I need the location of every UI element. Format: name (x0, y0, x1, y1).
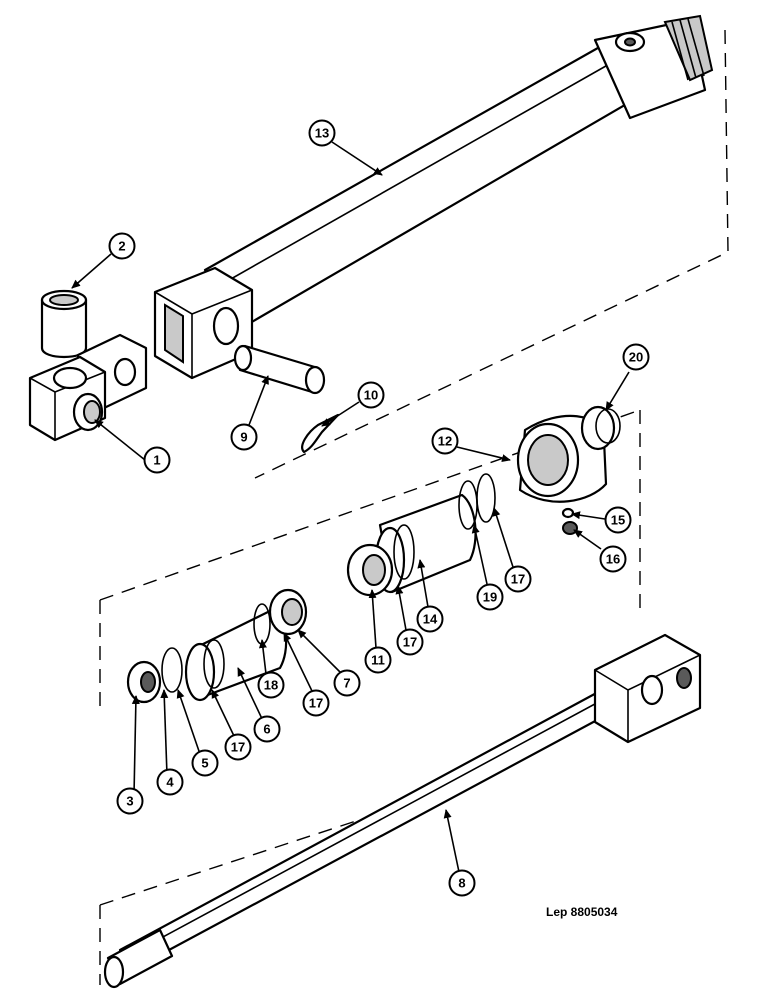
callout-4: 4 (156, 768, 184, 796)
callout-3-label: 3 (126, 794, 133, 809)
callout-9-label: 9 (240, 430, 247, 445)
callout-19: 19 (476, 583, 504, 611)
callout-9: 9 (230, 423, 258, 451)
callout-20: 20 (622, 343, 650, 371)
callout-7: 7 (333, 669, 361, 697)
callout-3: 3 (116, 787, 144, 815)
callout-17d: 17 (504, 565, 532, 593)
callout-12: 12 (431, 427, 459, 455)
callout-11-label: 11 (371, 653, 385, 668)
callout-15-label: 15 (611, 513, 625, 528)
callout-6-label: 6 (263, 722, 270, 737)
callout-17a-label: 17 (231, 740, 245, 755)
callout-17d-label: 17 (511, 572, 525, 587)
callout-7-label: 7 (343, 676, 350, 691)
callout-18: 18 (257, 671, 285, 699)
rod-end-block (28, 333, 148, 442)
callout-5-label: 5 (201, 756, 208, 771)
callout-10: 10 (357, 381, 385, 409)
callout-16-label: 16 (606, 552, 620, 567)
callout-6: 6 (253, 715, 281, 743)
callout-1: 1 (143, 446, 171, 474)
callout-1-label: 1 (153, 453, 160, 468)
gland-assembly (346, 473, 496, 597)
callout-17b: 17 (302, 689, 330, 717)
leader-lines (71, 141, 630, 873)
callout-12-label: 12 (438, 434, 452, 449)
callout-17c-label: 17 (403, 635, 417, 650)
callout-5: 5 (191, 749, 219, 777)
callout-4-label: 4 (166, 775, 174, 790)
callout-2-label: 2 (118, 239, 125, 254)
callout-20-label: 20 (629, 350, 643, 365)
cylinder-barrel (153, 14, 714, 380)
callout-2: 2 (108, 232, 136, 260)
callout-17c: 17 (396, 628, 424, 656)
callout-17a: 17 (224, 733, 252, 761)
gland-nut (516, 405, 621, 535)
callout-13: 13 (308, 119, 336, 147)
piston-assembly (126, 588, 308, 704)
callout-8-label: 8 (458, 876, 465, 891)
callout-16: 16 (599, 545, 627, 573)
bushing (40, 289, 88, 358)
callout-15: 15 (604, 506, 632, 534)
callout-10-label: 10 (364, 388, 378, 403)
callout-17b-label: 17 (309, 696, 323, 711)
piston-rod (103, 633, 702, 989)
callout-13-label: 13 (315, 126, 329, 141)
pivot-pin (233, 344, 326, 395)
callout-14-label: 14 (423, 612, 438, 627)
callout-18-label: 18 (264, 678, 278, 693)
callout-19-label: 19 (483, 590, 497, 605)
callout-11: 11 (364, 646, 392, 674)
drawing-reference: Lep 8805034 (546, 905, 618, 919)
callout-8: 8 (448, 869, 476, 897)
callout-14: 14 (416, 605, 444, 633)
